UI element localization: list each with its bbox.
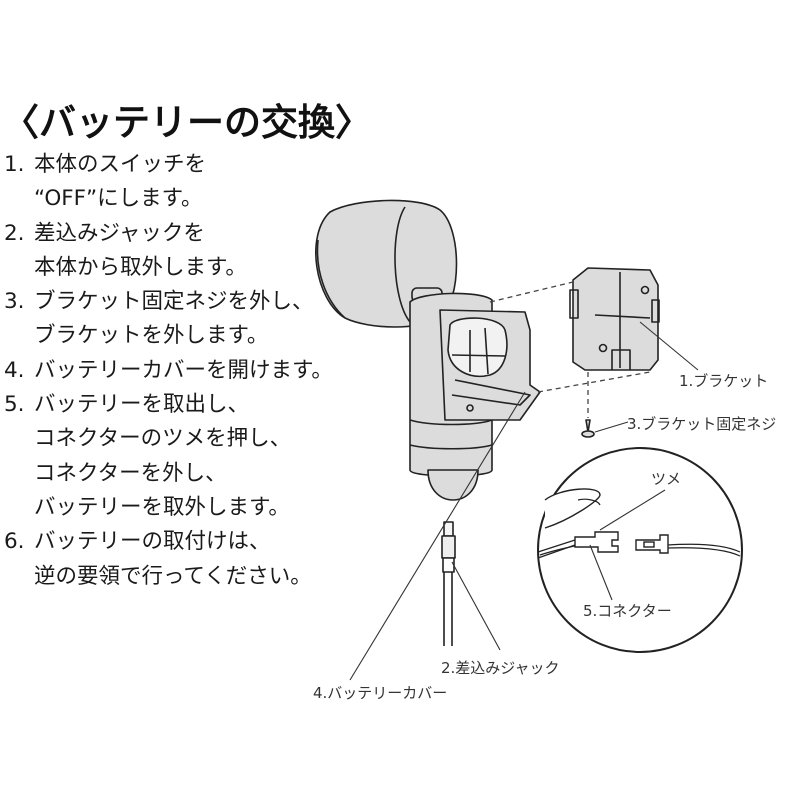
- step-text: “OFF”にします。: [34, 186, 203, 212]
- step-3: 3.ブラケット固定ネジを外し、 ブラケットを外します。: [4, 289, 314, 349]
- jack-plug-icon: [441, 521, 456, 646]
- step-6: 6.バッテリーの取付けは、 逆の要領で行ってください。: [4, 529, 312, 589]
- step-2: 2.差込みジャックを 本体から取外します。: [4, 220, 247, 280]
- step-text: バッテリーカバーを開けます。: [34, 357, 333, 383]
- label-claw: ツメ: [651, 470, 682, 488]
- step-text: バッテリーを取外します。: [34, 494, 290, 520]
- step-5: 5.バッテリーを取出し、 コネクターのツメを押し、 コネクターを外し、 バッテリ…: [4, 392, 292, 520]
- label-jack: 2.差込みジャック: [441, 659, 560, 677]
- step-text: バッテリーの取付けは、: [34, 529, 271, 555]
- step-text: 逆の要領で行ってください。: [34, 563, 312, 589]
- step-text: コネクターを外し、: [34, 460, 227, 486]
- screw-icon: [581, 419, 595, 438]
- step-1: 1.本体のスイッチを “OFF”にします。: [4, 152, 207, 212]
- label-bracket: 1.ブラケット: [679, 372, 769, 390]
- sensor-light-body-icon: [409, 287, 541, 501]
- step-text: 差込みジャックを: [34, 220, 205, 246]
- step-text: 本体のスイッチを: [34, 152, 207, 177]
- step-4: 4.バッテリーカバーを開けます。: [4, 357, 333, 383]
- bracket-icon: [569, 267, 660, 371]
- label-screw: 3.ブラケット固定ネジ: [627, 415, 777, 433]
- step-text: 本体から取外します。: [34, 254, 247, 280]
- step-text: ブラケット固定ネジを外し、: [34, 289, 314, 315]
- connector-icon: [574, 531, 669, 554]
- step-text: コネクターのツメを押し、: [34, 426, 292, 452]
- page-title: 〈バッテリーの交換〉: [2, 101, 372, 144]
- step-text: ブラケットを外します。: [34, 323, 269, 349]
- instruction-steps: 1.本体のスイッチを “OFF”にします。 2.差込みジャックを 本体から取外し…: [4, 148, 333, 594]
- connector-detail-circle: [537, 447, 743, 653]
- label-battery-cover: 4.バッテリーカバー: [313, 684, 448, 702]
- label-connector: 5.コネクター: [583, 602, 672, 620]
- step-text: バッテリーを取出し、: [34, 392, 250, 418]
